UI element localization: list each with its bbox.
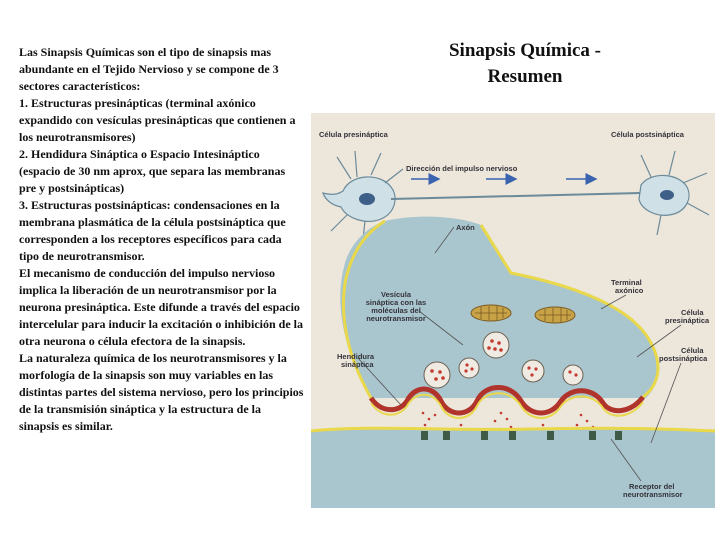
label-axon: Axón	[456, 223, 475, 232]
label-cleft-1: Hendidura	[337, 352, 375, 361]
label-terminal-1: Terminal	[611, 278, 642, 287]
presynaptic-nucleus	[359, 193, 375, 205]
label-receptor-1: Receptor del	[629, 482, 674, 491]
label-terminal-2: axónico	[615, 286, 644, 295]
label-vesicle-2: sináptica con las	[366, 298, 426, 307]
label-vesicle-4: neurotransmisor	[366, 314, 426, 323]
presynaptic-membrane	[368, 385, 645, 416]
postsynaptic-nucleus	[660, 190, 674, 200]
paragraph-mechanism: El mecanismo de conducción del impulso n…	[19, 266, 304, 348]
label-pre-cell-1: Célula	[681, 308, 704, 317]
label-postsynaptic-cell: Célula postsináptica	[611, 130, 685, 139]
label-impulse-direction: Dirección del impulso nervioso	[406, 164, 518, 173]
title-line-2: Resumen	[487, 66, 563, 87]
postsynaptic-cell	[311, 426, 715, 508]
paragraph-postsynaptic: 3. Estructuras postsinápticas: condensac…	[19, 198, 286, 263]
neuron-illustration	[322, 150, 710, 240]
paragraph-intro: Las Sinapsis Químicas son el tipo de sin…	[19, 45, 279, 93]
synapse-figure: Célula presináptica Célula postsináptica…	[311, 113, 715, 508]
leader-lines	[357, 226, 682, 482]
synaptic-vesicles	[423, 331, 584, 389]
axon-line	[390, 192, 642, 200]
label-cleft-2: sináptica	[341, 360, 374, 369]
terminal-membrane-left	[341, 219, 386, 399]
label-vesicle-1: Vesícula	[381, 290, 412, 299]
body-text: Las Sinapsis Químicas son el tipo de sin…	[19, 44, 304, 435]
label-presynaptic-cell: Célula presináptica	[319, 130, 389, 139]
receptors	[421, 431, 622, 440]
label-vesicle-3: moléculas del	[371, 306, 421, 315]
label-post-cell-1: Célula	[681, 346, 704, 355]
label-post-cell-2: postsináptica	[659, 354, 708, 363]
label-receptor-2: neurotransmisor	[623, 490, 683, 499]
paragraph-presynaptic: 1. Estructuras presinápticas (terminal a…	[19, 96, 296, 144]
label-pre-cell-2: presináptica	[665, 316, 710, 325]
paragraph-cleft: 2. Hendidura Sináptica o Espacio Intesin…	[19, 147, 286, 195]
terminal-membrane	[479, 224, 660, 399]
slide-title: Sinapsis Química - Resumen	[405, 38, 645, 90]
title-line-1: Sinapsis Química -	[448, 40, 602, 61]
paragraph-nature: La naturaleza química de los neurotransm…	[19, 351, 304, 433]
synapse-diagram: Célula presináptica Célula postsináptica…	[311, 130, 715, 508]
